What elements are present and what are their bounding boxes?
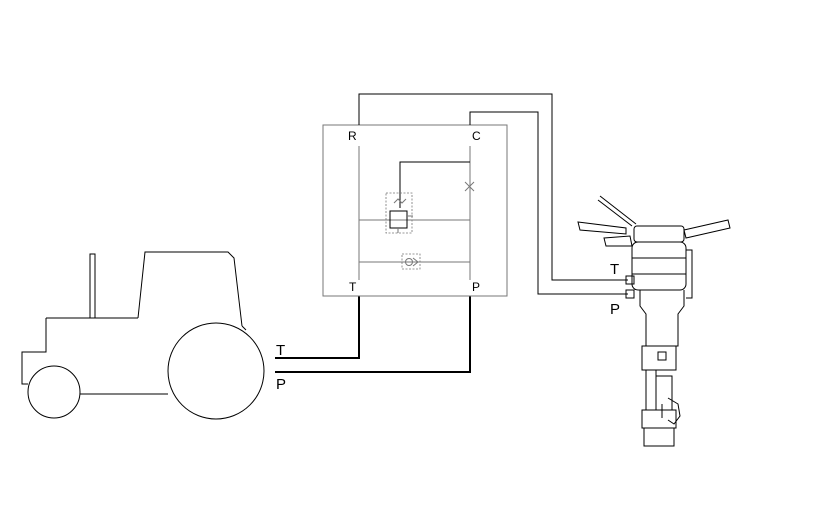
- valve-port-c-label: C: [472, 129, 481, 143]
- breaker-hydraulic-lines: [358, 93, 628, 295]
- valve-port-t-label: T: [349, 280, 357, 294]
- tractor-tank-label: T: [276, 342, 285, 359]
- breaker-pressure-label: P: [610, 301, 620, 318]
- pressure-line: [275, 296, 471, 373]
- valve-port-p-label: P: [472, 280, 480, 294]
- tractor-pressure-label: P: [276, 376, 286, 393]
- check-valve-icon: [401, 253, 421, 270]
- tank-line: [275, 296, 360, 359]
- tractor-hydraulic-lines: [275, 296, 471, 373]
- breaker-tank-label: T: [610, 261, 619, 278]
- valve-port-r-label: R: [348, 129, 357, 143]
- valve-block: [322, 124, 508, 297]
- breaker-pressure-line: [469, 111, 628, 295]
- relief-valve-icon: [385, 192, 413, 234]
- hydraulic-breaker-icon: [577, 195, 731, 447]
- pilot-line: [399, 161, 470, 208]
- breaker-tank-line: [358, 93, 628, 281]
- plug-icon: [464, 181, 475, 192]
- tractor-icon: [21, 251, 265, 420]
